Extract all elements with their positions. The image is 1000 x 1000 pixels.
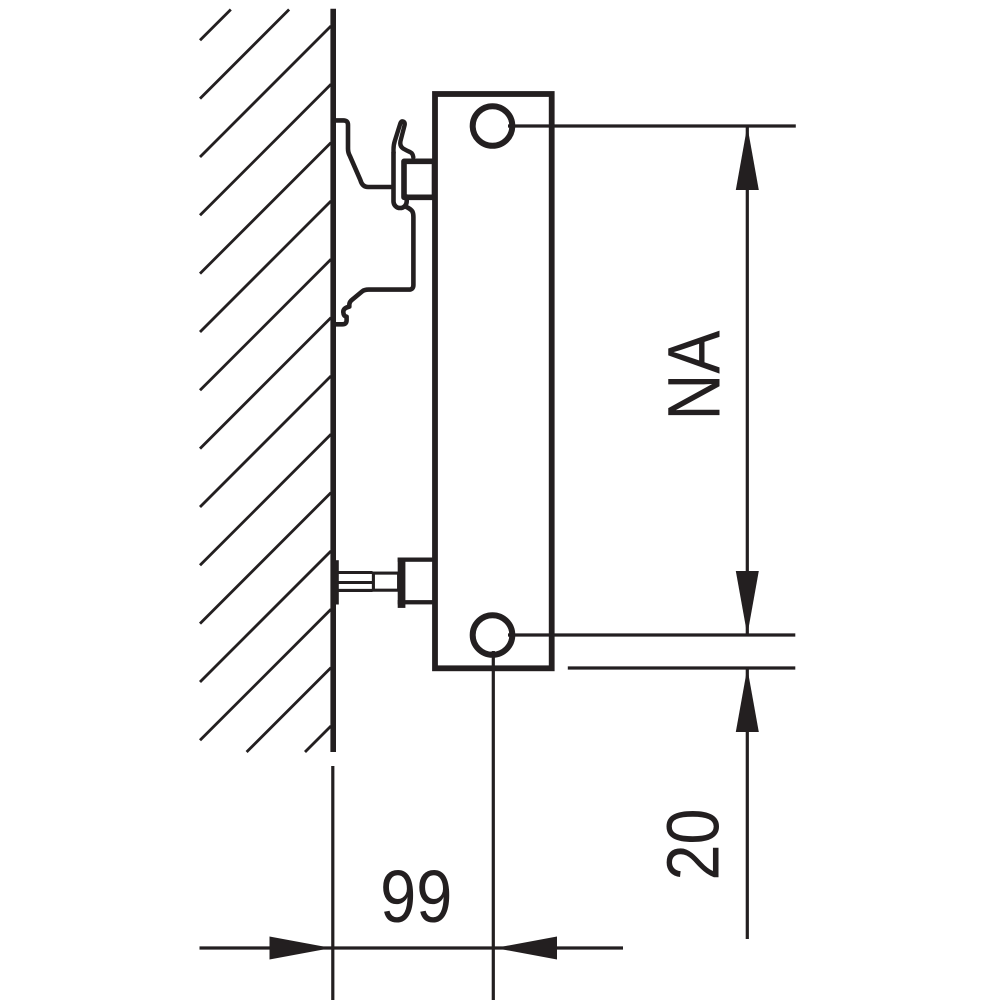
screw-shaft — [337, 570, 373, 592]
arrowhead-right-99 — [269, 936, 332, 960]
radiator-hanging-lug — [401, 158, 438, 201]
dimension-label-99: 99 — [380, 855, 452, 938]
dimension-label-20: 20 — [651, 808, 734, 880]
dimension-wall-distance: 99 — [199, 855, 623, 960]
screw-sleeve — [371, 571, 401, 592]
dimension-pipe-spacing: NA — [652, 126, 759, 635]
radiator-outline — [432, 91, 555, 672]
radiator-body — [432, 91, 555, 672]
arrowhead-up-20 — [735, 668, 759, 732]
bracket-back-profile-lower — [332, 204, 416, 327]
bracket-hook-strip — [391, 150, 409, 211]
dimension-bottom-offset: 20 — [651, 668, 759, 939]
upper-wall-bracket — [332, 118, 438, 327]
arrowhead-down-na — [735, 571, 759, 635]
wall-plate — [333, 560, 339, 605]
bracket-spring-clip — [391, 119, 416, 160]
wall-hatching — [199, 8, 332, 753]
bracket-back-profile-upper — [332, 118, 394, 190]
arrowhead-up-na — [735, 126, 759, 190]
pipe-connection-bottom — [469, 612, 516, 658]
lower-fixing — [333, 557, 434, 608]
arrowhead-left-99 — [495, 936, 557, 960]
wall-section — [199, 8, 337, 753]
pipe-connection-top — [469, 103, 516, 149]
dimension-label-na: NA — [652, 330, 735, 420]
dimensioning: NA 20 99 — [199, 124, 796, 1000]
lower-lug-holder — [397, 557, 434, 608]
